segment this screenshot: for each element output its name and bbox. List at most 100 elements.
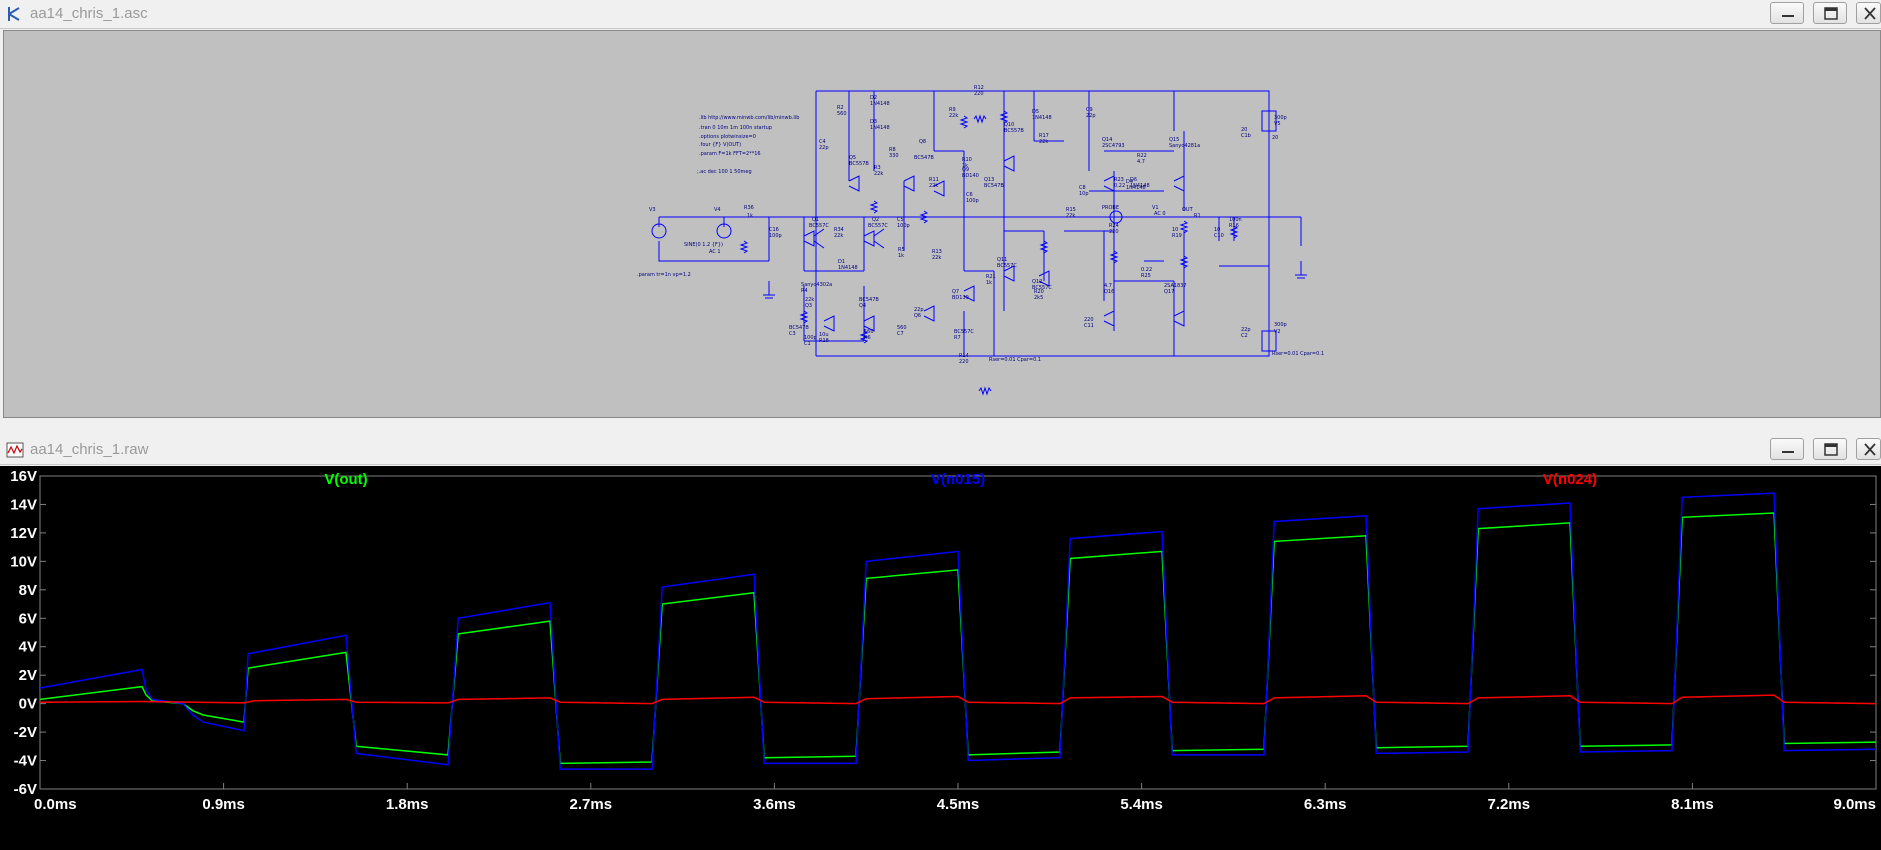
schematic-title: aa14_chris_1.asc [30,5,148,22]
component-label: 4.7 [1104,283,1112,289]
component-label: C16 [769,227,779,233]
component-label: C8 [1079,185,1086,191]
component-label: 1N4148 [1126,185,1146,191]
component-label: R36 [744,205,754,211]
minimize-button[interactable] [1770,2,1804,24]
component-label: R18 [819,338,829,344]
y-tick-label: -4V [14,753,37,770]
x-tick-label: 7.2ms [1488,796,1531,813]
component-label: 1N4148 [870,125,890,131]
component-label: SINE(0 1.2 {F}) [684,242,723,248]
spice-directives: .lib http://www.minwb.com/lib/minwb.lib.… [637,115,799,278]
close-button[interactable] [1856,2,1881,24]
plot-maximize-button[interactable] [1813,438,1847,460]
component-label: 0.22 [1114,183,1125,189]
component-label: 2SA1837 [1164,283,1187,289]
schematic-drawing[interactable]: .lib http://www.minwb.com/lib/minwb.lib.… [4,31,1880,417]
maximize-icon [1824,443,1838,456]
trace-label[interactable]: V(n015) [931,471,985,488]
component-label: R3 [874,165,881,171]
x-tick-label: 5.4ms [1120,796,1163,813]
component-label: 2SC4793 [1102,143,1125,149]
y-tick-label: -2V [14,724,37,741]
component-label: 330 [889,153,899,159]
trace-label[interactable]: V(out) [324,471,367,488]
component-label: OUT [1182,207,1194,213]
spice-directive: ;.ac dec 100 1 50meg [697,169,752,175]
component-label: V3 [649,207,656,213]
plot-close-button[interactable] [1856,438,1881,460]
maximize-button[interactable] [1813,2,1847,24]
component-label: D6 [1130,177,1137,183]
component-label: R11 [929,177,939,183]
spice-directive: .options plotwinsize=0 [699,134,756,140]
component-label: C10 [1214,233,1224,239]
x-tick-label: 1.8ms [386,796,429,813]
component-label: C1 [804,341,811,347]
plot-minimize-button[interactable] [1770,438,1804,460]
ltspice-schematic-icon [6,5,24,23]
schematic-canvas[interactable]: .lib http://www.minwb.com/lib/minwb.lib.… [3,30,1881,418]
component-label: R17 [1039,133,1049,139]
component-label: BC557C [1032,285,1052,291]
component-label: V5 [1274,121,1281,127]
spice-directive: .param tr=1n vp=1.2 [637,272,691,278]
component-label: 560 [837,111,847,117]
component-label: 10u [819,332,829,338]
component-label: 22k [834,233,843,239]
component-label: Q4 [859,303,866,309]
component-label: Q8 [919,139,926,145]
spice-directive: .param F=1k FFT=2**16 [699,151,761,157]
component-label: 22k [874,171,883,177]
component-label: 300p [1274,322,1287,328]
component-label: R24 [1109,223,1119,229]
component-label: Q1 [812,217,819,223]
component-label: Q7 [952,289,959,295]
y-tick-label: 2V [19,667,37,684]
component-label: R23 [1114,177,1124,183]
component-label: Q17 [1164,289,1174,295]
component-label: R19 [1172,233,1182,239]
resistors [739,110,1239,396]
series-line-vn024[interactable] [39,694,1877,705]
component-label: BC557C [997,263,1017,269]
component-label: V2 [1274,329,1281,335]
component-label: PROBE [1102,205,1119,211]
component-label: 220 [1084,317,1094,323]
schematic-wires [658,90,1307,357]
component-label: V4 [714,207,721,213]
component-label: 100p [897,223,910,229]
component-label: 22p [1241,327,1251,333]
component-label: BC557C [809,223,829,229]
y-tick-label: 6V [19,610,37,627]
component-label: R9 [949,107,956,113]
trace-label[interactable]: V(n024) [1543,471,1597,488]
component-label: AC 0 [1154,211,1166,217]
component-label: BD140 [962,173,979,179]
component-label: C7 [897,331,904,337]
component-label: R5 [898,247,905,253]
component-label: R6 [864,335,871,341]
waveform-title: aa14_chris_1.raw [30,441,149,458]
voltage-sources [651,110,1277,352]
component-label: BC547B [859,297,879,303]
schematic-window[interactable]: aa14_chris_1.asc [0,0,1881,422]
series-line-vn015[interactable] [39,492,1877,770]
component-label: Q16 [1104,289,1114,295]
series-line-vout[interactable] [39,512,1877,765]
y-tick-label: 12V [10,525,37,542]
component-label: 0.22 [1141,267,1152,273]
y-tick-label: 10V [10,553,37,570]
component-label: R10 [962,157,972,163]
component-label: Rser=0.01 Cpar=0.1 [989,357,1041,363]
component-label: 20 [1272,135,1278,141]
schematic-titlebar[interactable]: aa14_chris_1.asc [0,0,1881,29]
component-label: 1N4148 [1032,115,1052,121]
component-label: R2 [837,105,844,111]
component-label: 100p [769,233,782,239]
waveform-titlebar[interactable]: aa14_chris_1.raw [0,436,1881,465]
